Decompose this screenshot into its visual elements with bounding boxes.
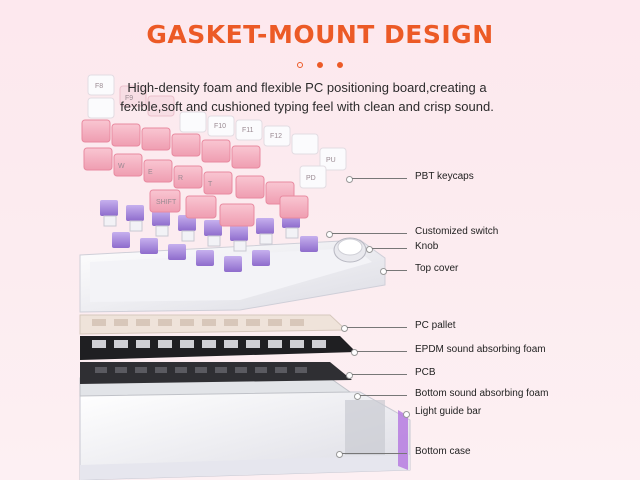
description-line-1: High-density foam and flexible PC positi…	[127, 80, 487, 95]
carousel-dot-1	[297, 62, 303, 68]
carousel-dots	[297, 62, 343, 70]
callout-label: PBT keycaps	[415, 171, 474, 182]
keycap-legend: F9	[125, 95, 133, 102]
callout-light-guide-bar: Light guide bar	[0, 403, 640, 423]
callout-line	[386, 270, 407, 271]
callout-knob: Knob	[0, 238, 640, 258]
callout-pc-pallet: PC pallet	[0, 317, 640, 337]
keycap-layer	[81, 74, 347, 227]
callout-line	[347, 327, 407, 328]
keycap-legend: F11	[242, 127, 254, 134]
callout-pcb: PCB	[0, 364, 640, 384]
keycap-legend: F12	[270, 133, 282, 140]
callout-dot	[341, 325, 348, 332]
callout-label: PC pallet	[415, 320, 456, 331]
callout-dot	[403, 411, 410, 418]
keycap-legend: W	[118, 163, 125, 170]
keycap-legend: F8	[95, 83, 103, 90]
callout-top-cover: Top cover	[0, 260, 640, 280]
callout-line	[372, 248, 407, 249]
callout-label: Top cover	[415, 263, 459, 274]
callout-dot	[351, 349, 358, 356]
callout-line	[342, 453, 407, 454]
carousel-dot-3	[337, 62, 343, 68]
keycap-legend: T	[208, 181, 213, 188]
carousel-dot-2	[317, 62, 323, 68]
callout-label: Light guide bar	[415, 406, 482, 417]
pcb-shape	[80, 362, 352, 384]
callout-label: EPDM sound absorbing foam	[415, 344, 546, 355]
page-title: GASKET-MOUNT DESIGN	[146, 20, 494, 49]
bottom-case-shape	[79, 391, 411, 480]
keycap-legend: SHIFT	[156, 199, 177, 206]
callout-bottom-foam: Bottom sound absorbing foam	[0, 385, 640, 405]
callout-pbt-keycaps: PBT keycaps	[0, 168, 640, 188]
callout-epdm-foam: EPDM sound absorbing foam	[0, 341, 640, 361]
callout-label: PCB	[415, 367, 436, 378]
description-line-2: fexible,soft and cushioned typing feel w…	[120, 99, 494, 114]
knob-shape	[333, 237, 367, 263]
callout-dot	[346, 372, 353, 379]
callout-dot	[380, 268, 387, 275]
callout-label: Bottom sound absorbing foam	[415, 388, 549, 399]
callout-line	[360, 395, 407, 396]
top-cover-shape	[79, 239, 386, 313]
callout-dot	[366, 246, 373, 253]
callout-label: Customized switch	[415, 226, 499, 237]
callout-bottom-case: Bottom case	[0, 443, 640, 463]
keycap-legend: R	[178, 175, 183, 182]
description: High-density foam and flexible PC positi…	[82, 78, 532, 116]
callout-dot	[326, 231, 333, 238]
callout-label: Knob	[415, 241, 439, 252]
pc-pallet-shape	[79, 314, 348, 335]
callout-line	[352, 178, 407, 179]
light-guide-bar-shape	[398, 410, 408, 470]
callout-line	[332, 233, 407, 234]
callout-dot	[336, 451, 343, 458]
callout-dot	[354, 393, 361, 400]
keycap-legend: PU	[326, 157, 336, 164]
keycap-legend: F10	[214, 123, 226, 130]
callout-label: Bottom case	[415, 446, 471, 457]
callout-dot	[346, 176, 353, 183]
callout-line	[357, 351, 407, 352]
keycap-legend: E	[148, 169, 153, 176]
epdm-foam-shape	[80, 336, 356, 360]
callout-line	[352, 374, 407, 375]
switch-layer	[100, 200, 318, 272]
keycap-legend: PD	[306, 175, 316, 182]
callout-customized-switch: Customized switch	[0, 223, 640, 243]
